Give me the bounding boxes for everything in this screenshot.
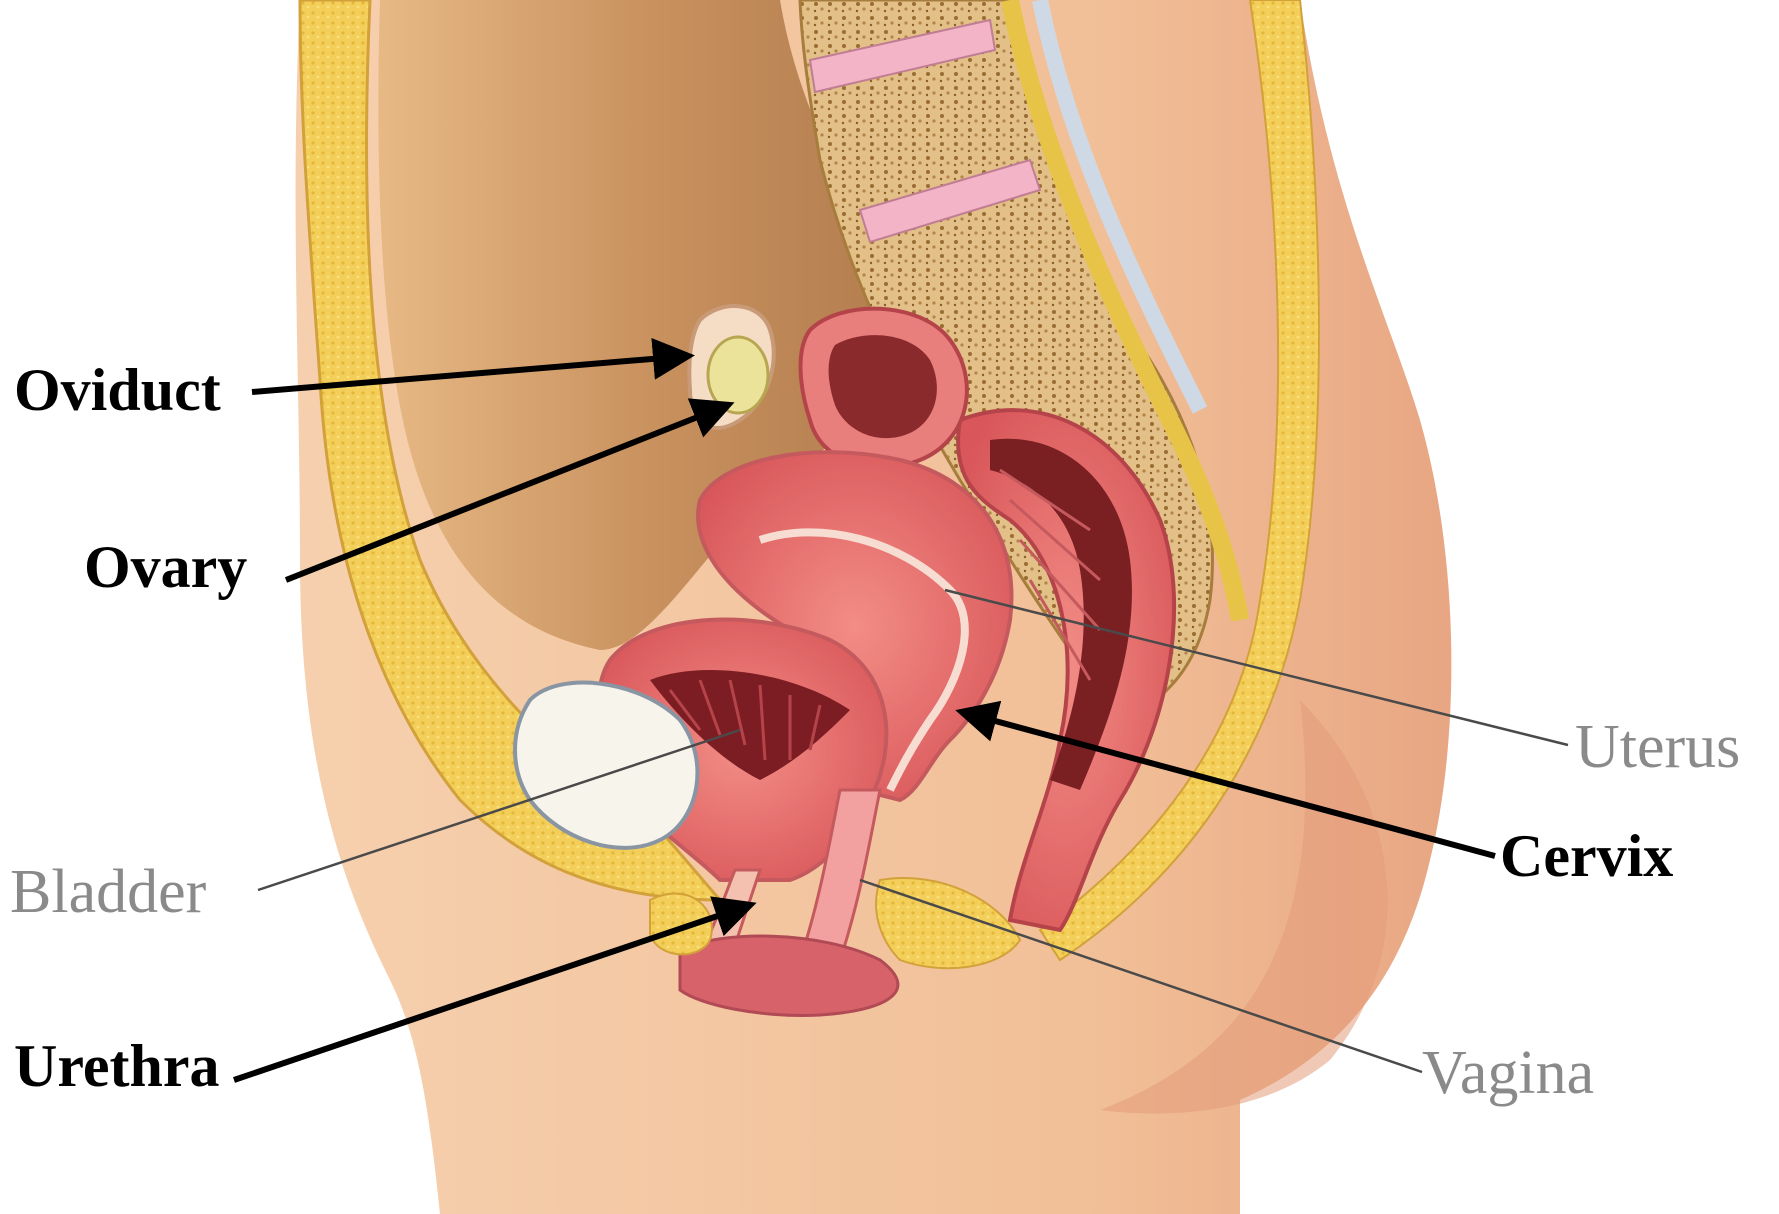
uterus-label: Uterus <box>1575 713 1740 781</box>
ovary-label: Ovary <box>84 534 247 600</box>
cervix-label: Cervix <box>1500 823 1673 889</box>
bladder-label: Bladder <box>10 858 207 926</box>
ovary-shape <box>708 337 768 413</box>
body-illustration <box>296 0 1452 1214</box>
oviduct-label: Oviduct <box>14 357 221 423</box>
urethra-label: Urethra <box>14 1033 220 1099</box>
vagina-label: Vagina <box>1422 1039 1594 1107</box>
